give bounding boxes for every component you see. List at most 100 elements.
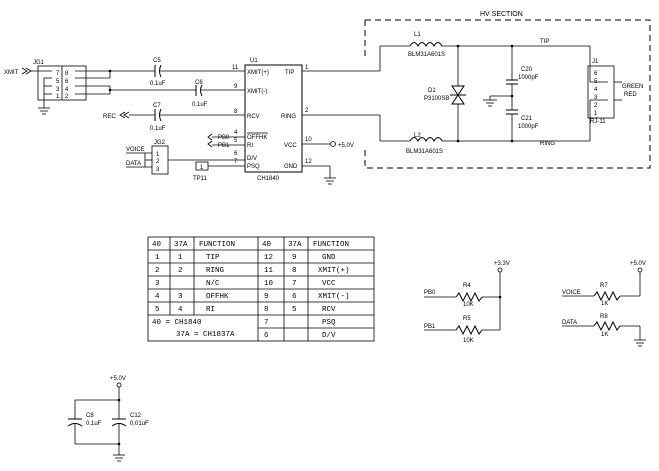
svg-text:4: 4 xyxy=(234,130,238,136)
c8-value: 0.1uF xyxy=(86,421,102,427)
table-header-37a-a: 37A xyxy=(174,241,188,249)
jg1-ref: JG1 xyxy=(33,60,45,66)
svg-text:10: 10 xyxy=(305,137,312,143)
table-cell: RI xyxy=(206,306,215,314)
svg-text:6: 6 xyxy=(234,151,238,157)
r8-ground-icon xyxy=(634,339,646,347)
c7-ref: C7 xyxy=(153,103,161,109)
c6-value: 0.1uF xyxy=(192,102,208,108)
svg-text:8: 8 xyxy=(234,109,238,115)
rec-port-icon xyxy=(119,111,130,119)
table-cell: 4 xyxy=(155,293,160,301)
table-cell: 7 xyxy=(264,319,269,327)
pin-function-table: 40 37A FUNCTION 40 37A FUNCTION 1 1 TIP … xyxy=(147,236,375,342)
svg-text:D/V: D/V xyxy=(247,156,257,162)
d1-ref: D1 xyxy=(428,88,436,94)
svg-text:2: 2 xyxy=(594,103,598,109)
table-header-37a-b: 37A xyxy=(288,241,302,249)
c20-value: 1000pF xyxy=(518,75,539,81)
svg-text:1: 1 xyxy=(156,152,160,158)
d1-value: P3100SB xyxy=(424,96,449,102)
table-cell: 1 xyxy=(155,254,160,262)
r8-value: 1K xyxy=(601,332,608,338)
table-cell: 9 xyxy=(292,254,297,262)
ring-net-label: RING xyxy=(540,141,555,147)
table-cell: 9 xyxy=(264,293,269,301)
table-header-40-a: 40 xyxy=(152,241,162,249)
l1-inductor-icon xyxy=(409,42,443,48)
l2-inductor-icon xyxy=(409,137,443,143)
l1-value: BLM31A601S xyxy=(408,52,445,58)
table-cell: 5 xyxy=(155,306,160,314)
table-header-40-b: 40 xyxy=(262,241,272,249)
decoupling-ground-icon xyxy=(113,454,125,462)
u1-ground-icon xyxy=(324,177,336,185)
table-cell: 11 xyxy=(264,267,274,275)
xmit-port-icon xyxy=(21,67,32,75)
table-header-function-a: FUNCTION xyxy=(199,241,235,249)
c8-capacitor-icon xyxy=(67,418,83,427)
svg-text:1: 1 xyxy=(56,94,60,100)
jg2-pins: 1 2 3 xyxy=(156,152,160,173)
r4-value: 10K xyxy=(463,302,474,308)
table-cell: 8 xyxy=(292,267,297,275)
r8-resistor-icon xyxy=(593,320,621,332)
pb1-port-icon xyxy=(207,140,213,148)
table-header-function-b: FUNCTION xyxy=(313,241,349,249)
jg1-pins-right: 8 6 4 2 xyxy=(65,71,69,100)
table-cell: GND xyxy=(322,254,336,262)
svg-text:6: 6 xyxy=(65,79,69,85)
table-cell: XMIT(-) xyxy=(318,293,350,301)
c7-value: 0.1uF xyxy=(150,126,166,132)
pb0-label: PB0 xyxy=(424,290,436,296)
table-cell: PSQ xyxy=(322,319,336,327)
c6-ref: C6 xyxy=(195,80,203,86)
l1-ref: L1 xyxy=(414,32,421,38)
rec-net-label: REC xyxy=(103,114,116,120)
j1-red-label: RED xyxy=(624,92,637,98)
svg-text:RCV: RCV xyxy=(247,114,260,120)
u1-vcc-supply: +5.0V xyxy=(338,143,354,149)
j1-type: RJ-11 xyxy=(590,119,606,125)
table-cell: 4 xyxy=(178,306,183,314)
u1-ic-body xyxy=(244,64,303,173)
c21-capacitor-icon xyxy=(506,109,518,115)
svg-text:RING: RING xyxy=(281,114,296,120)
table-cell: 8 xyxy=(264,306,269,314)
jg1-ground-icon xyxy=(38,107,50,115)
plus5v-r7-node-icon xyxy=(637,267,643,273)
c5-ref: C5 xyxy=(153,58,161,64)
c21-value: 1000pF xyxy=(518,124,539,130)
r8-ref: R8 xyxy=(600,314,608,320)
data-net-label: DATA xyxy=(126,161,141,167)
jg1-pins-left: 7 5 3 1 xyxy=(56,71,60,100)
svg-text:7: 7 xyxy=(56,71,60,77)
svg-text:4: 4 xyxy=(594,87,598,93)
c20-capacitor-icon xyxy=(506,79,518,85)
svg-text:2: 2 xyxy=(156,159,160,165)
table-cell: 1 xyxy=(178,254,183,262)
svg-text:PSQ: PSQ xyxy=(247,164,260,170)
table-cell: 2 xyxy=(178,267,183,275)
svg-text:1: 1 xyxy=(594,111,598,117)
u1-left-pins: 11 XMIT(+) 9 XMIT(-) 8 RCV 4 OFFHK 5 RI … xyxy=(232,65,269,170)
svg-text:12: 12 xyxy=(305,159,312,165)
u1-pb0-label: PB0 xyxy=(218,135,230,141)
svg-text:8: 8 xyxy=(65,71,69,77)
svg-text:4: 4 xyxy=(65,87,69,93)
c12-capacitor-icon xyxy=(111,418,127,427)
hv-section-label: HV SECTION xyxy=(480,11,523,18)
j1-rj11-connector xyxy=(587,65,615,119)
l2-ref: L2 xyxy=(414,133,421,139)
c12-ref: C12 xyxy=(130,413,142,419)
j1-green-label: GREEN xyxy=(622,84,643,90)
svg-text:XMIT(-): XMIT(-) xyxy=(247,89,267,95)
hv-section-boundary xyxy=(364,19,651,169)
svg-text:XMIT(+): XMIT(+) xyxy=(247,70,269,76)
u1-part: CH1840 xyxy=(257,176,280,182)
svg-text:5: 5 xyxy=(56,79,60,85)
plus5v-r7-label: +5.0V xyxy=(630,261,646,267)
r5-value: 10K xyxy=(463,338,474,344)
tip-net-label: TIP xyxy=(540,39,549,45)
table-cell: 3 xyxy=(155,280,160,288)
